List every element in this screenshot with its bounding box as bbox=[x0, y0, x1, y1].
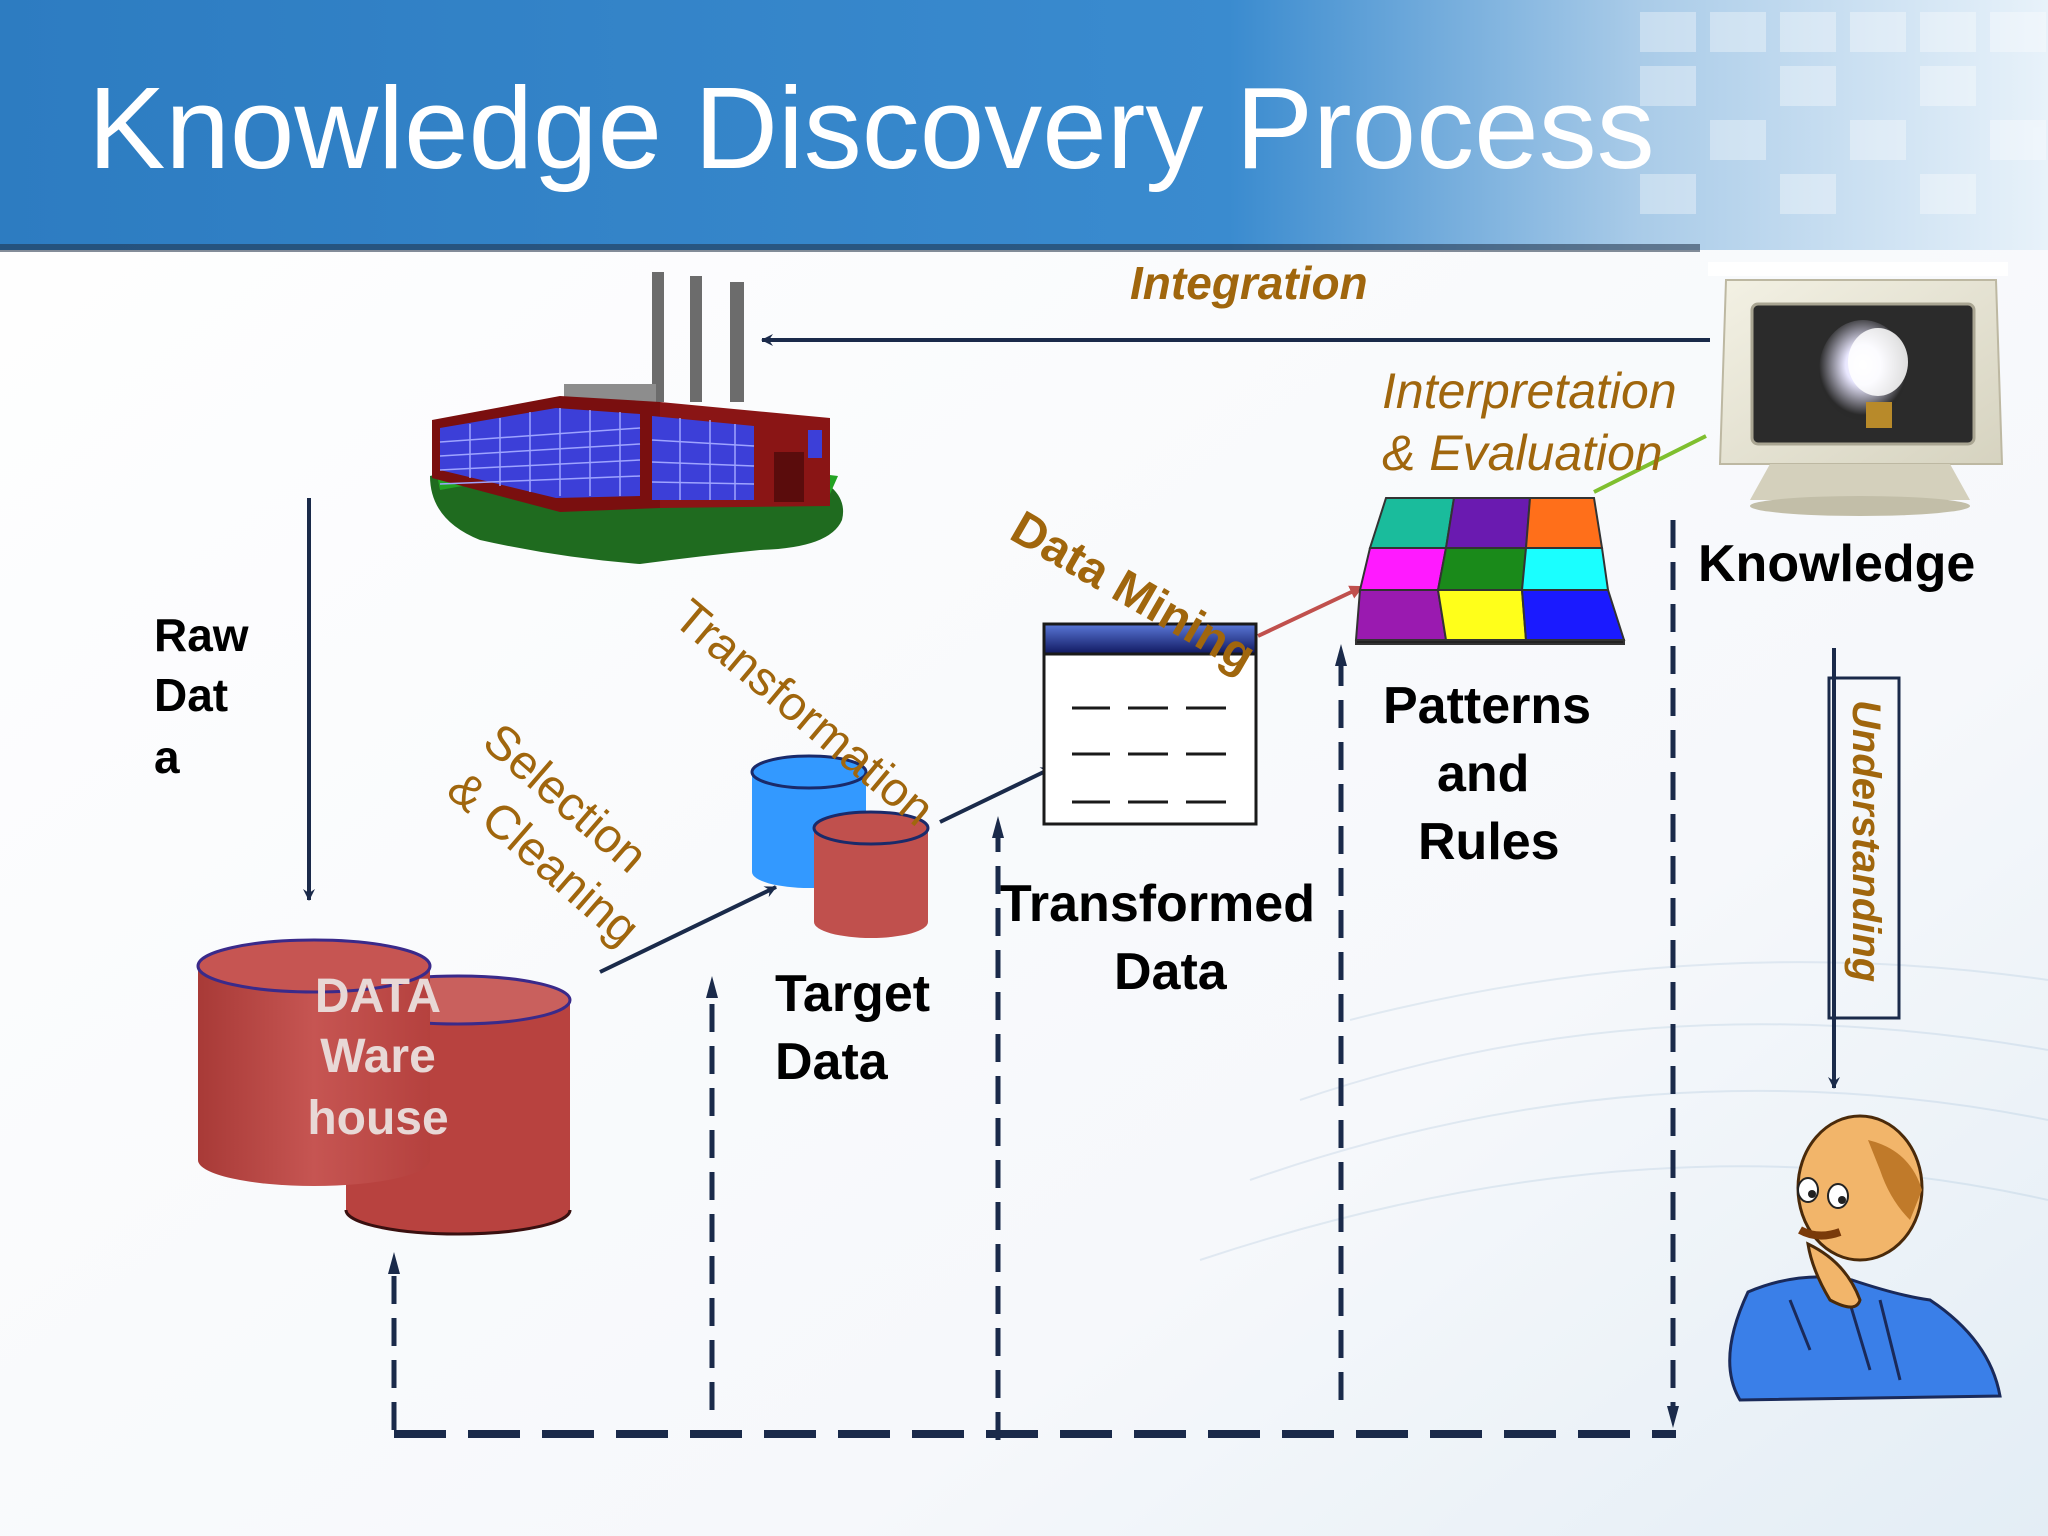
warehouse-label-line2: Ware bbox=[320, 1030, 436, 1083]
understanding-box bbox=[1827, 676, 1901, 1020]
understanding-step-label: Understanding bbox=[1844, 700, 1888, 983]
warehouse-label-line3: house bbox=[307, 1092, 449, 1145]
warehouse-database-icon bbox=[196, 938, 572, 1236]
transformed-data-label-line2: Data bbox=[1114, 943, 1227, 1001]
interpretation-step-label-line1: Interpretation bbox=[1382, 363, 1677, 419]
data-mining-arrow bbox=[1257, 585, 1364, 638]
knowledge-label: Knowledge bbox=[1698, 535, 1976, 593]
integration-step-label: Integration bbox=[1130, 257, 1368, 309]
monitor-lightbulb-icon bbox=[1708, 262, 2008, 516]
interpretation-step-label-line2: & Evaluation bbox=[1382, 425, 1663, 481]
patterns-label-line3: Rules bbox=[1418, 813, 1560, 871]
transformed-data-label-line1: Transformed bbox=[1000, 875, 1315, 933]
thinking-man-icon bbox=[1728, 1114, 2002, 1402]
patterns-label-line1: Patterns bbox=[1383, 677, 1592, 735]
warehouse-label-line1: DATA bbox=[314, 970, 442, 1023]
feedback-loops bbox=[391, 520, 1676, 1440]
puzzle-icon bbox=[1354, 497, 1626, 645]
target-data-label-line1: Target bbox=[775, 965, 931, 1023]
transformation-arrow bbox=[939, 766, 1053, 824]
raw-data-label-line2: Dat bbox=[154, 669, 229, 721]
raw-data-label-line1: Raw bbox=[154, 609, 249, 661]
interpretation-leader bbox=[1593, 434, 1707, 494]
selection-arrow bbox=[599, 885, 777, 974]
factory-icon bbox=[430, 272, 844, 564]
target-data-label-line2: Data bbox=[775, 1033, 888, 1091]
header-tiles bbox=[1640, 12, 2046, 214]
slide-title: Knowledge Discovery Process bbox=[88, 63, 1655, 193]
patterns-label-line2: and bbox=[1437, 745, 1530, 803]
header-bar bbox=[0, 0, 2048, 250]
table-icon bbox=[1042, 622, 1258, 826]
raw-data-label-line3: a bbox=[154, 731, 180, 783]
target-database-icon bbox=[750, 754, 930, 938]
